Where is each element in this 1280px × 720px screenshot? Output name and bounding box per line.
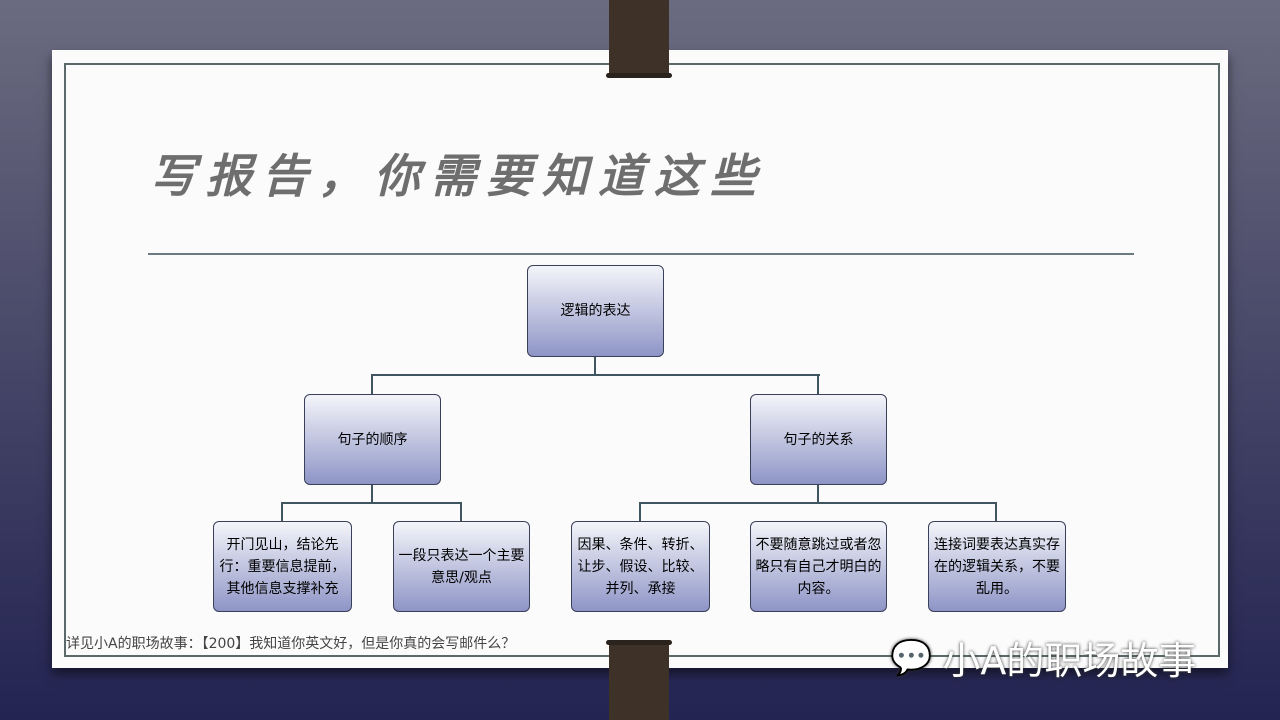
- wechat-icon: 💬: [890, 637, 933, 678]
- leaf-node: 因果、条件、转折、让步、假设、比较、并列、承接: [571, 521, 710, 612]
- connector: [371, 374, 373, 394]
- connector: [594, 356, 596, 375]
- connector: [281, 502, 283, 521]
- connector: [371, 484, 373, 504]
- connector: [371, 374, 820, 376]
- connector: [817, 374, 819, 394]
- root-node: 逻辑的表达: [527, 265, 664, 357]
- top-strap: [606, 0, 672, 78]
- connector: [281, 502, 462, 504]
- footer-reference: 详见小A的职场故事：【200】我知道你英文好，但是你真的会写邮件么？: [66, 636, 516, 652]
- connector: [817, 484, 819, 504]
- leaf-node: 连接词要表达真实存在的逻辑关系，不要乱用。: [928, 521, 1066, 612]
- connector: [639, 502, 641, 521]
- connector: [639, 502, 997, 504]
- title-divider: [148, 253, 1134, 255]
- connector: [995, 502, 997, 521]
- slide-title: 写报告，你需要知道这些: [150, 149, 766, 203]
- branch-node-relation: 句子的关系: [750, 394, 887, 485]
- connector: [460, 502, 462, 521]
- leaf-node: 开门见山，结论先行：重要信息提前，其他信息支撑补充: [213, 521, 352, 612]
- leaf-node: 一段只表达一个主要意思/观点: [393, 521, 530, 612]
- watermark-text: 小A的职场故事: [942, 639, 1197, 683]
- watermark: 💬小A的职场故事: [890, 630, 1196, 685]
- leaf-node: 不要随意跳过或者忽略只有自己才明白的内容。: [750, 521, 887, 612]
- branch-node-order: 句子的顺序: [304, 394, 441, 485]
- bottom-strap: [606, 640, 672, 720]
